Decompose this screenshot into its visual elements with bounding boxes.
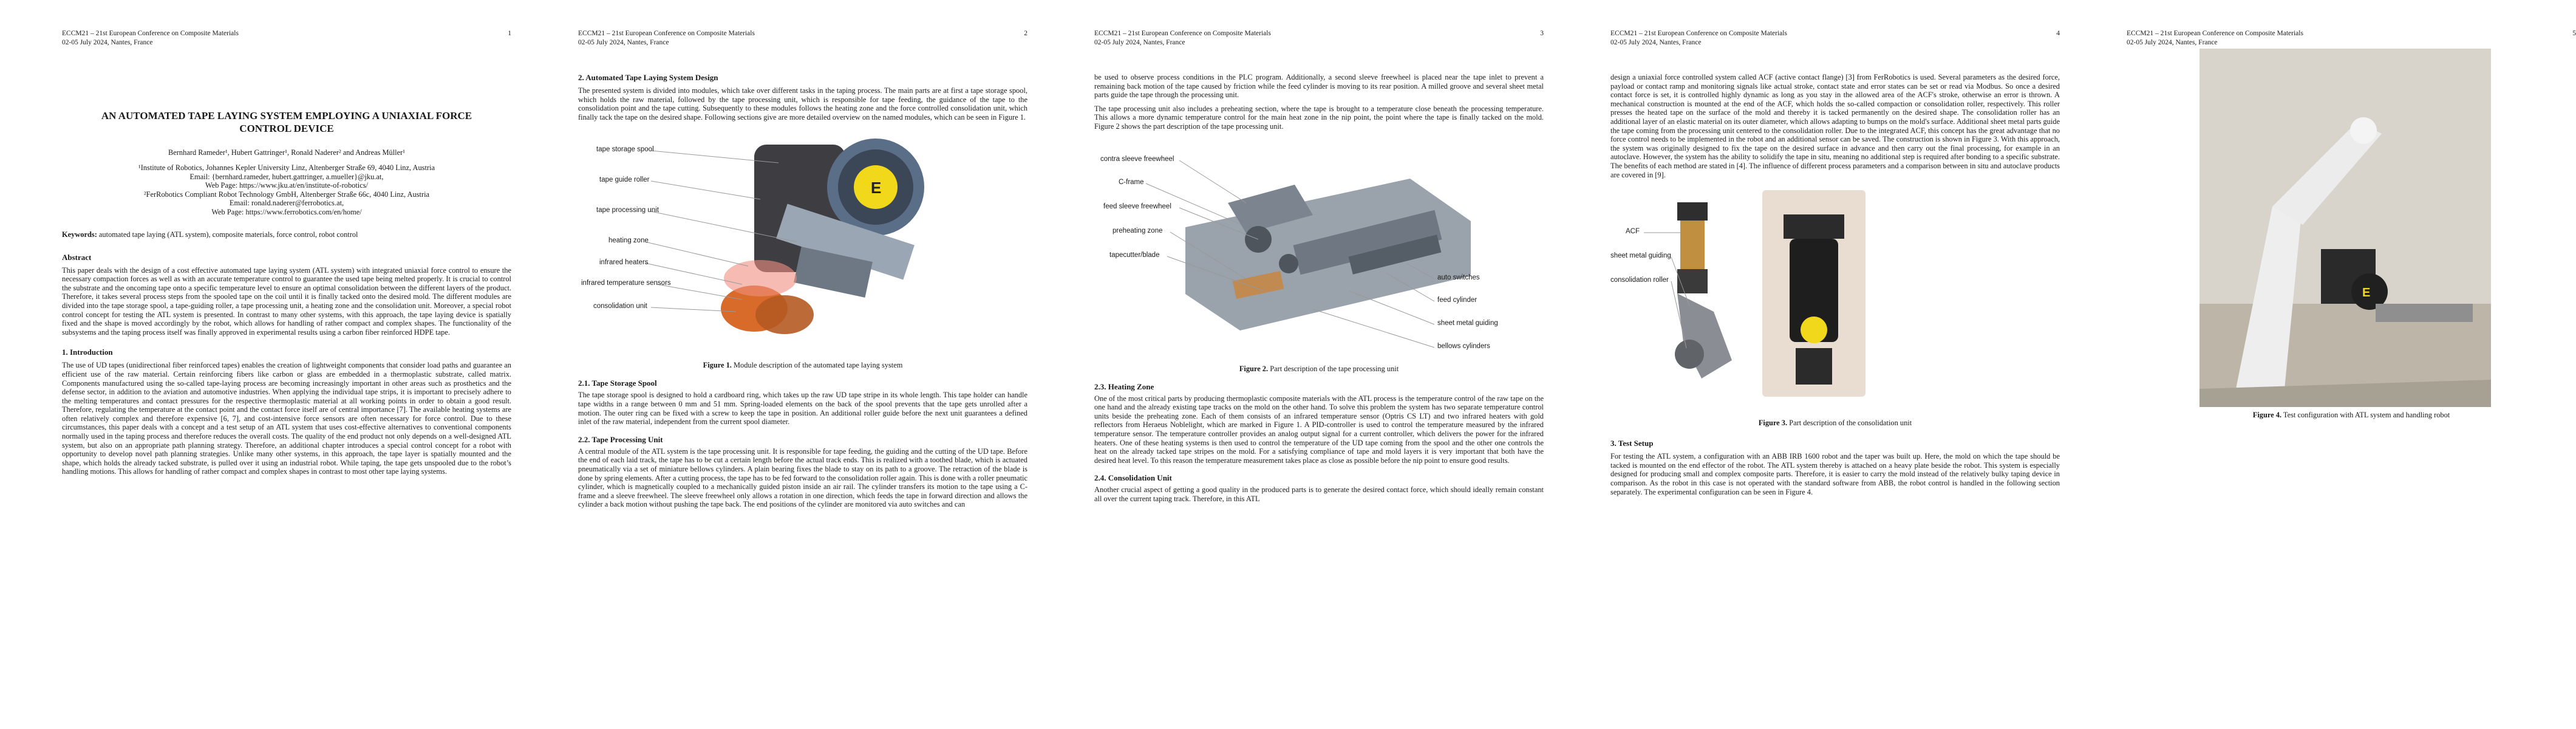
label-preheating-zone: preheating zone <box>1113 227 1163 234</box>
page-number: 2 <box>1024 30 1027 37</box>
figure-2: contra sleeve freewheel C-frame feed sle… <box>1094 136 1544 361</box>
label-tapecutter-blade: tapecutter/blade <box>1109 251 1160 259</box>
page-header: ECCM21 – 21st European Conference on Com… <box>1610 29 2060 47</box>
page-header: ECCM21 – 21st European Conference on Com… <box>62 29 511 47</box>
label-acf: ACF <box>1626 228 1640 236</box>
page-header: ECCM21 – 21st European Conference on Com… <box>578 29 1027 47</box>
label-tape-guide-roller: tape guide roller <box>599 176 650 184</box>
introduction-text: The use of UD tapes (unidirectional fibe… <box>62 361 511 476</box>
conference-date: 02-05 July 2024, Nantes, France <box>2127 39 2218 46</box>
page-number: 3 <box>1540 30 1544 37</box>
figure-4-caption: Figure 4. Test configuration with ATL sy… <box>2127 411 2576 420</box>
figure-4-caption-label: Figure 4. <box>2252 411 2282 419</box>
abstract-text: This paper deals with the design of a co… <box>62 265 511 337</box>
page-4: ECCM21 – 21st European Conference on Com… <box>1610 24 2060 699</box>
keywords-label: Keywords: <box>62 230 97 239</box>
section-2-4-heading: 2.4. Consolidation Unit <box>1094 473 1172 483</box>
figure-4: E <box>2127 49 2576 407</box>
svg-text:E: E <box>871 179 881 197</box>
conference-name: ECCM21 – 21st European Conference on Com… <box>62 30 239 37</box>
section-2-text: The presented system is divided into mod… <box>578 86 1027 122</box>
page-header: ECCM21 – 21st European Conference on Com… <box>2127 29 2576 47</box>
section-2-2-heading: 2.2. Tape Processing Unit <box>578 434 663 444</box>
figure-2-caption-text: Part description of the tape processing … <box>1268 364 1399 373</box>
tape-processing-unit-illustration <box>1145 160 1471 348</box>
label-bellows-cylinders: bellows cylinders <box>1437 342 1490 350</box>
abstract-heading: Abstract <box>62 252 92 262</box>
label-infrared-heaters: infrared heaters <box>599 259 649 267</box>
figure-2-caption: Figure 2. Part description of the tape p… <box>1094 364 1544 374</box>
section-2-1-heading: 2.1. Tape Storage Spool <box>578 378 657 388</box>
conference-date: 02-05 July 2024, Nantes, France <box>62 39 153 46</box>
figure-2-caption-label: Figure 2. <box>1239 364 1269 373</box>
page-number: 5 <box>2572 30 2576 37</box>
test-configuration-photo: E <box>2199 49 2491 407</box>
page-header: ECCM21 – 21st European Conference on Com… <box>1094 29 1544 47</box>
label-auto-switches: auto switches <box>1437 273 1480 281</box>
affiliations: ¹Institute of Robotics, Johannes Kepler … <box>62 163 511 217</box>
conference-name: ECCM21 – 21st European Conference on Com… <box>578 30 755 37</box>
label-feed-sleeve-freewheel: feed sleeve freewheel <box>1103 202 1171 210</box>
section-2-heading: 2. Automated Tape Laying System Design <box>578 73 718 82</box>
figure-1: E tape storage spool tape guide roller t… <box>578 126 1027 357</box>
label-consolidation-unit: consolidation unit <box>593 303 647 310</box>
label-heating-zone: heating zone <box>608 237 649 245</box>
label-consolidation-roller: consolidation roller <box>1610 276 1669 284</box>
page-number: 4 <box>2056 30 2060 37</box>
conference-date: 02-05 July 2024, Nantes, France <box>1094 39 1185 46</box>
label-sheet-metal-guiding: sheet metal guiding <box>1437 319 1498 327</box>
section-3-text: For testing the ATL system, a configurat… <box>1610 452 2060 496</box>
section-2-2-text: A central module of the ATL system is th… <box>578 447 1027 509</box>
conference-date: 02-05 July 2024, Nantes, France <box>578 39 669 46</box>
figure-3: ACF sheet metal guiding consolidation ro… <box>1610 184 2060 415</box>
label-infrared-temperature-sensors: infrared temperature sensors <box>581 279 671 287</box>
figure-4-caption-text: Test configuration with ATL system and h… <box>2281 411 2450 419</box>
label-c-frame: C-frame <box>1119 178 1144 186</box>
section-2-4-text: Another crucial aspect of getting a good… <box>1094 485 1544 503</box>
authors: Bernhard Rameder¹, Hubert Gattringer¹, R… <box>168 148 405 157</box>
page-4-paragraph-1: design a uniaxial force controlled syste… <box>1610 73 2060 179</box>
figure-3-caption: Figure 3. Part description of the consol… <box>1610 419 2060 428</box>
label-feed-cylinder: feed cylinder <box>1437 296 1477 304</box>
paper-title: AN AUTOMATED TAPE LAYING SYSTEM EMPLOYIN… <box>101 110 472 134</box>
affiliation-2: ²FerRobotics Compliant Robot Technology … <box>143 190 430 199</box>
affiliation-1: ¹Institute of Robotics, Johannes Kepler … <box>138 163 435 172</box>
figure-1-caption: Figure 1. Module description of the auto… <box>578 361 1027 370</box>
keywords-text: automated tape laying (ATL system), comp… <box>97 230 358 239</box>
section-2-3-heading: 2.3. Heating Zone <box>1094 382 1154 391</box>
page-3-paragraph-2: The tape processing unit also includes a… <box>1094 104 1544 131</box>
affiliation-1-web[interactable]: Web Page: https://www.jku.at/en/institut… <box>205 181 368 190</box>
conference-date: 02-05 July 2024, Nantes, France <box>1610 39 1702 46</box>
label-sheet-metal-guiding: sheet metal guiding <box>1610 252 1671 260</box>
consolidation-unit-illustration <box>1644 190 1866 397</box>
page-3-paragraph-1: be used to observe process conditions in… <box>1094 73 1544 100</box>
page-1: ECCM21 – 21st European Conference on Com… <box>62 24 511 699</box>
affiliation-2-email: Email: ronald.naderer@ferrobotics.at, <box>229 199 344 208</box>
svg-text:E: E <box>2362 286 2370 299</box>
section-3-heading: 3. Test Setup <box>1610 439 1654 448</box>
page-number: 1 <box>508 30 511 37</box>
conference-name: ECCM21 – 21st European Conference on Com… <box>1094 30 1271 37</box>
label-contra-sleeve-freewheel: contra sleeve freewheel <box>1100 155 1174 163</box>
label-tape-processing-unit: tape processing unit <box>596 207 659 214</box>
page-2: ECCM21 – 21st European Conference on Com… <box>578 24 1027 699</box>
keywords: Keywords: automated tape laying (ATL sys… <box>62 230 511 239</box>
affiliation-2-web[interactable]: Web Page: https://www.ferrobotics.com/en… <box>211 207 362 216</box>
page-3: ECCM21 – 21st European Conference on Com… <box>1094 24 1544 699</box>
atl-system-illustration: E <box>644 139 924 335</box>
section-2-3-text: One of the most critical parts by produc… <box>1094 394 1544 465</box>
affiliation-1-email: Email: {bernhard.rameder, hubert.gattrin… <box>189 172 384 181</box>
conference-name: ECCM21 – 21st European Conference on Com… <box>2127 30 2303 37</box>
figure-3-caption-label: Figure 3. <box>1758 419 1788 428</box>
section-2-1-text: The tape storage spool is designed to ho… <box>578 391 1027 426</box>
conference-name: ECCM21 – 21st European Conference on Com… <box>1610 30 1787 37</box>
figure-3-caption-text: Part description of the consolidation un… <box>1787 419 1912 428</box>
figure-1-caption-label: Figure 1. <box>703 361 732 370</box>
introduction-heading: 1. Introduction <box>62 347 113 357</box>
page-5: ECCM21 – 21st European Conference on Com… <box>2127 24 2576 699</box>
figure-1-caption-text: Module description of the automated tape… <box>731 361 903 370</box>
label-tape-storage-spool: tape storage spool <box>596 146 654 154</box>
